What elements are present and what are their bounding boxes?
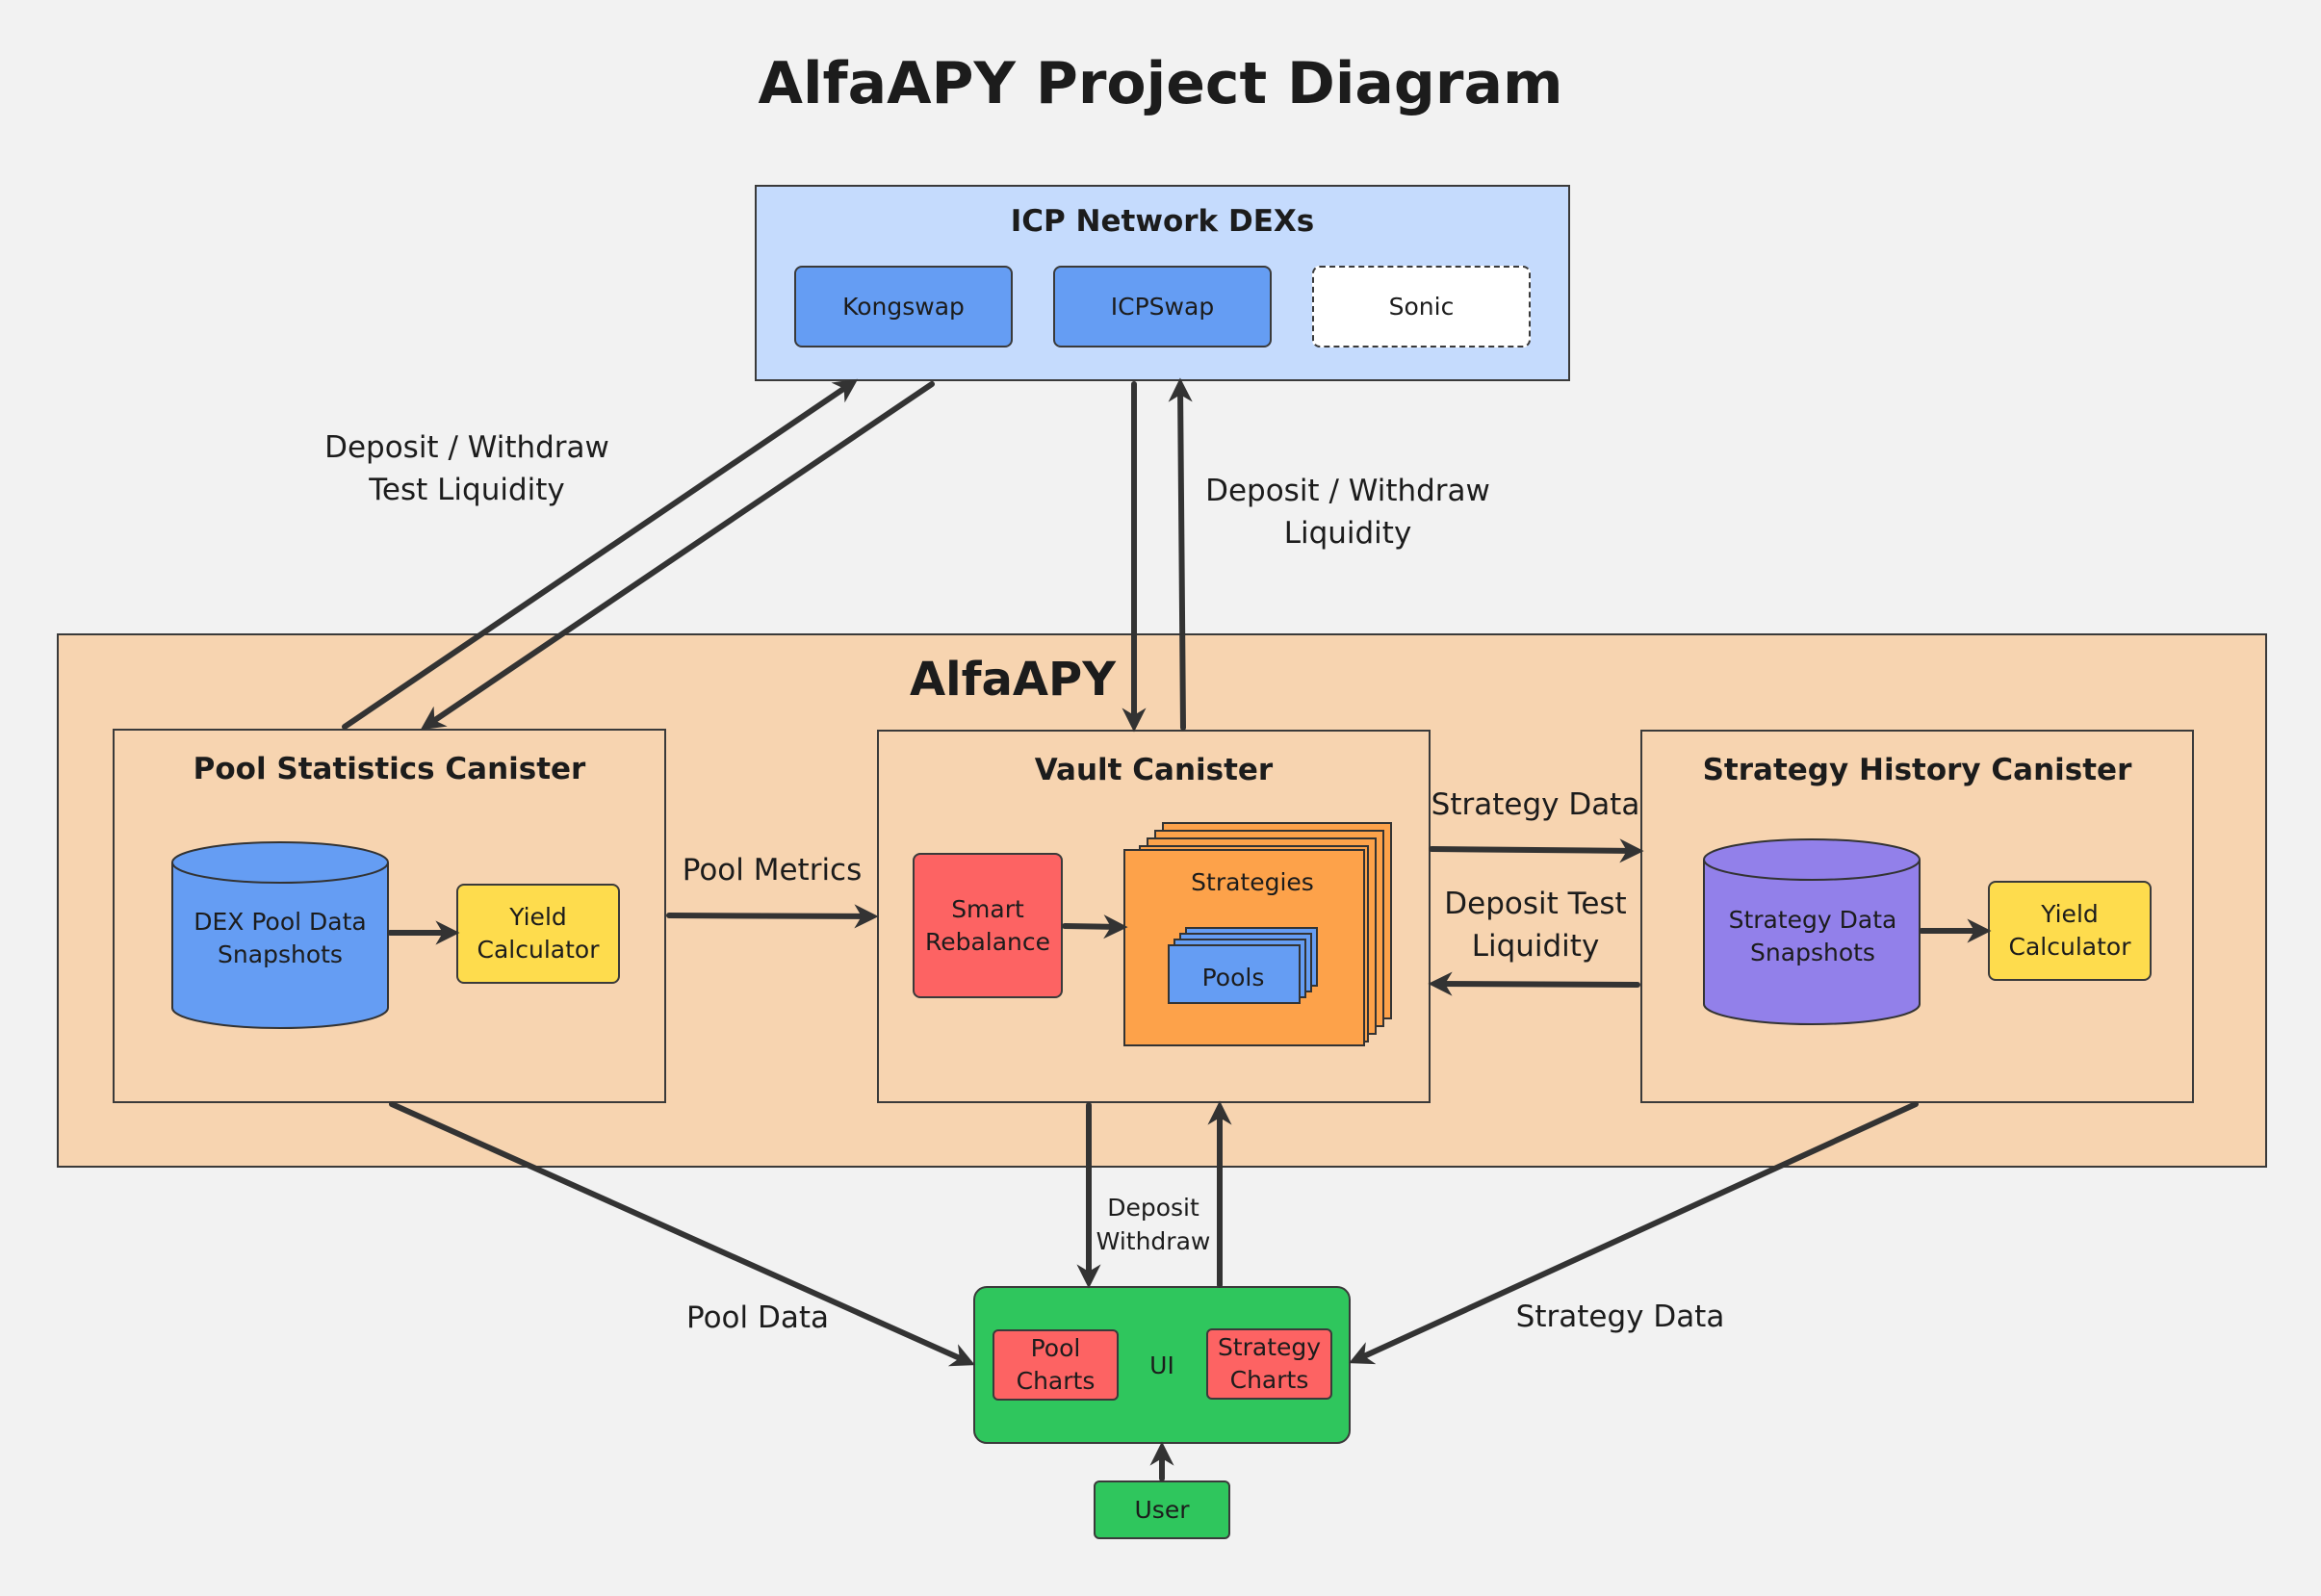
edge-label-strategy-data-bottom: Strategy Data (1515, 1300, 1725, 1334)
strategy-charts-node: Strategy Charts (1206, 1328, 1332, 1400)
dex-pool-data-snapshots-label: DEX Pool Data Snapshots (193, 907, 367, 969)
pool-yield-calculator-node: Yield Calculator (456, 884, 620, 984)
alfaapy-heading: AlfaAPY (910, 653, 1116, 707)
edge-label-deposit-withdraw: Deposit Withdraw (1096, 1194, 1211, 1255)
dex-group-heading: ICP Network DEXs (1010, 204, 1315, 239)
edge-label-deposit-withdraw-liquidity: Deposit / Withdraw Liquidity (1205, 474, 1490, 552)
edge-label-pool-metrics: Pool Metrics (682, 853, 863, 888)
edge-label-strategy-data-top: Strategy Data (1431, 787, 1640, 822)
icpswap-node: ICPSwap (1053, 266, 1272, 348)
edge-label-deposit-withdraw-test: Deposit / Withdraw Test Liquidity (324, 430, 609, 508)
edge-label-deposit-test-liquidity: Deposit Test Liquidity (1444, 887, 1627, 965)
vault-heading: Vault Canister (1034, 753, 1274, 787)
ui-label: UI (1149, 1351, 1174, 1379)
strategy-data-snapshots-label: Strategy Data Snapshots (1728, 905, 1897, 967)
smart-rebalance-node: Smart Rebalance (913, 853, 1063, 998)
pool-charts-node: Pool Charts (993, 1329, 1119, 1401)
kongswap-node: Kongswap (794, 266, 1013, 348)
pool-statistics-heading: Pool Statistics Canister (193, 752, 586, 786)
user-node: User (1094, 1480, 1230, 1539)
strategy-yield-calculator-node: Yield Calculator (1988, 881, 2152, 981)
edge-label-pool-data: Pool Data (685, 1300, 829, 1335)
page-title: AlfaAPY Project Diagram (758, 50, 1563, 117)
strategy-history-heading: Strategy History Canister (1702, 753, 2132, 787)
sonic-node: Sonic (1312, 266, 1531, 348)
